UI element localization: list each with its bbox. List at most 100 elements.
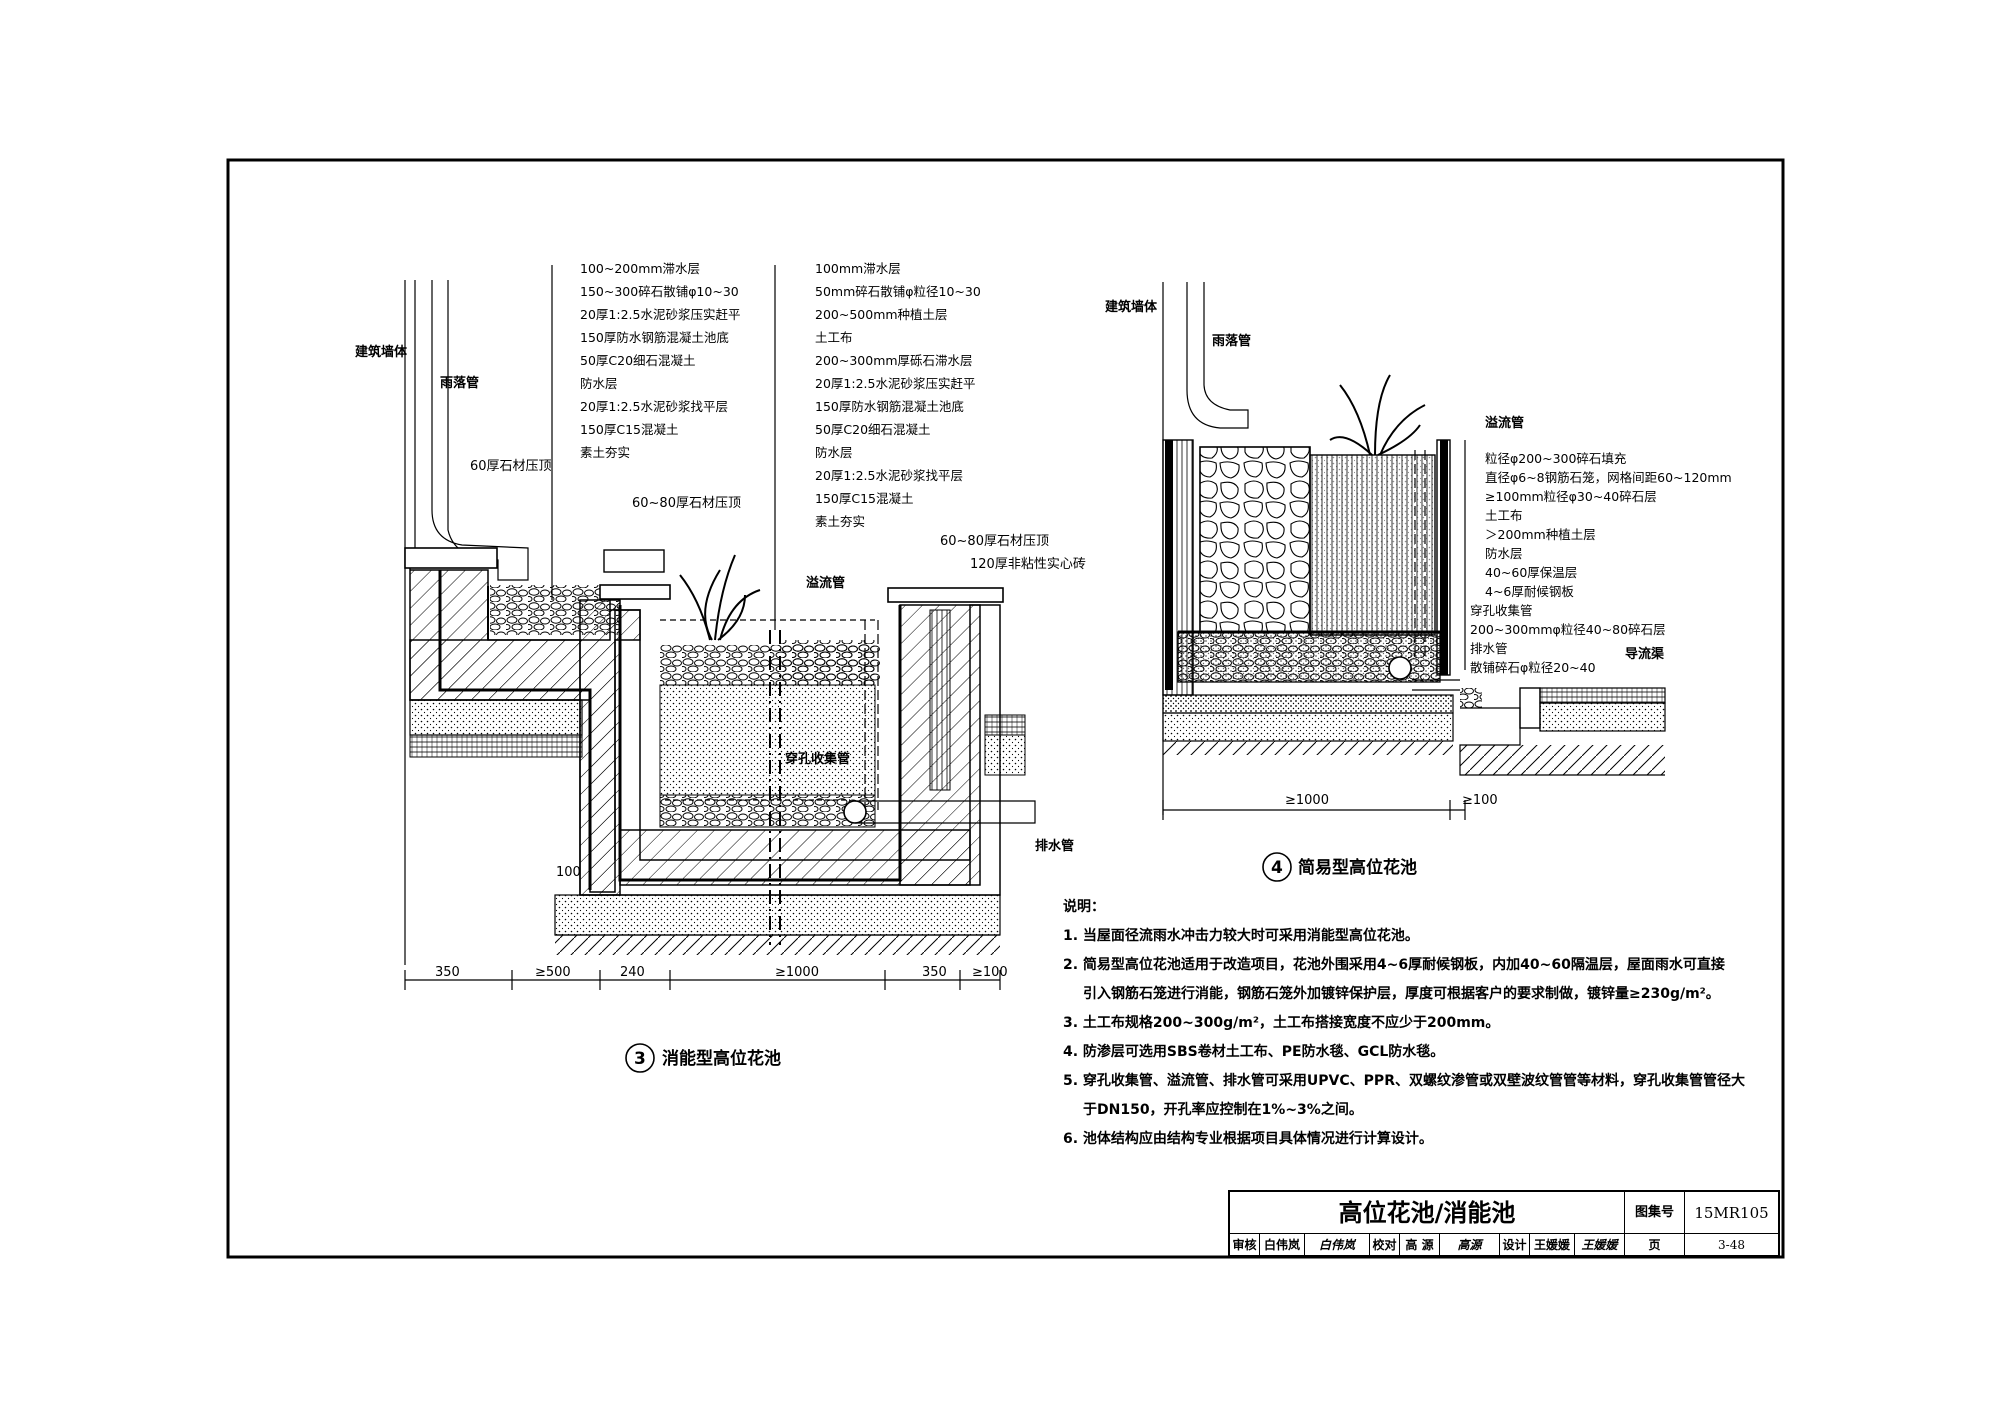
check-signature: 高源 (1440, 1234, 1500, 1257)
atlas-key: 图集号 (1625, 1192, 1685, 1234)
dim-100-left: 100 (556, 865, 581, 880)
layer-4-3: ≥100mm粒径φ30~40碎石层 (1485, 489, 1657, 504)
dimensions-3: 350 ≥500 240 ≥1000 350 ≥100 (435, 965, 1008, 980)
downpipe (431, 280, 529, 581)
wall-label-4: 建筑墙体 (1105, 299, 1158, 315)
layer-4-8: 4~6厚耐候钢板 (1485, 584, 1574, 599)
drain-label-3: 排水管 (1035, 838, 1074, 854)
layer-right-10: 20厚1:2.5水泥砂浆找平层 (815, 468, 963, 483)
note-6: 6. 池体结构应由结构专业根据项目具体情况进行计算设计。 (1063, 1131, 1433, 1147)
layer-left-1: 100~200mm滞水层 (580, 261, 700, 276)
layer-4-12: 散铺碎石φ粒径20~40 (1470, 660, 1596, 675)
note-5: 5. 穿孔收集管、溢流管、排水管可采用UPVC、PPR、双螺纹渗管或双壁波纹管管… (1063, 1073, 1745, 1089)
layer-right-7: 150厚防水钢筋混凝土池底 (815, 399, 964, 414)
downpipe-label-4: 雨落管 (1212, 333, 1251, 349)
check-key: 校对 (1370, 1234, 1400, 1257)
cap-left-label: 60厚石材压顶 (470, 459, 552, 474)
caption-4: 简易型高位花池 (1298, 857, 1417, 878)
dim-500: ≥500 (535, 965, 571, 980)
layer-4-9: 穿孔收集管 (1470, 603, 1533, 618)
planting-soil (659, 684, 876, 796)
review-signature: 白伟岚 (1305, 1234, 1370, 1257)
guide-label-4: 导流渠 (1625, 646, 1665, 662)
soil-base-left (409, 734, 583, 758)
drawing-title: 高位花池/消能池 (1230, 1192, 1625, 1234)
caption-number-4: 4 (1271, 858, 1283, 878)
layer-4-10: 200~300mmφ粒径40~80碎石层 (1470, 622, 1666, 637)
layer-4-11: 排水管 (1470, 641, 1508, 656)
compacted-soil (555, 935, 1000, 955)
stone-coping-right (887, 587, 1004, 603)
dim-350-b: 350 (922, 965, 947, 980)
layer-4-4: 土工布 (1485, 508, 1523, 523)
drawing-3-labels: 建筑墙体 雨落管 60厚石材压顶 60~80厚石材压顶 60~80厚石材压顶 1… (355, 261, 1086, 1069)
layer-left-2: 150~300碎石散铺φ10~30 (580, 284, 739, 299)
layer-right-5: 200~300mm厚砾石滞水层 (815, 353, 973, 368)
stone-coping-mid (599, 584, 671, 600)
plant-icon-4 (1329, 374, 1426, 456)
dim-350-a: 350 (435, 965, 460, 980)
design-name: 王媛媛 (1530, 1234, 1575, 1257)
gravel-water-layer (659, 794, 876, 828)
gabion-stone-cage (1199, 446, 1311, 633)
layer-right-8: 50厚C20细石混凝土 (815, 422, 931, 437)
title-block: 高位花池/消能池 图集号 15MR105 审核 白伟岚 白伟岚 校对 高 源 高… (1228, 1190, 1780, 1257)
sheet-border (226, 158, 1785, 1259)
base-slab (554, 894, 1001, 936)
atlas-number: 15MR105 (1685, 1192, 1778, 1234)
dim-1000: ≥1000 (775, 965, 819, 980)
layer-right-6: 20厚1:2.5水泥砂浆压实赶平 (815, 376, 975, 391)
notes-title: 说明： (1063, 899, 1105, 915)
outlet-box (603, 549, 665, 573)
drawing-3-energy-dissipating-planter (404, 265, 1036, 1073)
perforated-label-3: 穿孔收集管 (785, 751, 850, 767)
layers-right: 100mm滞水层 50mm碎石散铺φ粒径10~30 200~500mm种植土层 … (815, 261, 981, 529)
paving-4 (1539, 687, 1666, 704)
cap-right-label: 60~80厚石材压顶 (940, 534, 1049, 549)
note-4: 4. 防渗层可选用SBS卷材土工布、PE防水毯、GCL防水毯。 (1063, 1044, 1445, 1060)
layer-4-5: ＞200mm种植土层 (1485, 527, 1596, 542)
brick-wall (929, 609, 951, 791)
overflow-label-4: 溢流管 (1485, 415, 1524, 431)
layer-right-12: 素土夯实 (815, 514, 865, 529)
layer-left-4: 150厚防水钢筋混凝土池底 (580, 330, 729, 345)
caption-circle-4 (1262, 852, 1292, 882)
layers-left: 100~200mm滞水层 150~300碎石散铺φ10~30 20厚1:2.5水… (580, 261, 740, 460)
page-key: 页 (1625, 1234, 1685, 1257)
layer-right-1: 100mm滞水层 (815, 261, 901, 276)
layer-4-2: 直径φ6~8钢筋石笼，网格间距60~120mm (1485, 470, 1732, 485)
dim-100: ≥100 (972, 965, 1008, 980)
layer-right-2: 50mm碎石散铺φ粒径10~30 (815, 284, 981, 299)
page-number: 3-48 (1718, 1238, 1745, 1252)
brick-label: 120厚非粘性实心砖 (970, 557, 1086, 572)
layer-4-1: 粒径φ200~300碎石填充 (1485, 451, 1626, 466)
dim-240: 240 (620, 965, 645, 980)
base-slab-4 (1162, 694, 1454, 714)
note-2: 2. 简易型高位花池适用于改造项目，花池外围采用4~6厚耐候钢板，内加40~60… (1063, 957, 1725, 973)
wall-label-3: 建筑墙体 (355, 344, 408, 360)
downpipe-label-3: 雨落管 (440, 375, 479, 391)
plant-icon (679, 554, 761, 641)
layer-left-5: 50厚C20细石混凝土 (580, 353, 696, 368)
layer-right-11: 150厚C15混凝土 (815, 491, 914, 506)
concrete-base-left (409, 699, 583, 736)
caption-number-3: 3 (634, 1049, 646, 1069)
layer-left-6: 防水层 (580, 376, 618, 391)
note-1: 1. 当屋面径流雨水冲击力较大时可采用消能型高位花池。 (1063, 928, 1419, 944)
layer-right-4: 土工布 (815, 330, 853, 345)
layer-4-6: 防水层 (1485, 546, 1523, 561)
waterproof-layer-lower (618, 605, 902, 882)
dim-4-1000: ≥1000 (1285, 793, 1329, 808)
caption-circle-3 (625, 1043, 655, 1073)
review-name: 白伟岚 (1260, 1234, 1305, 1257)
design-key: 设计 (1500, 1234, 1530, 1257)
perforated-pipe-4 (1388, 656, 1412, 680)
overflow-label-3: 溢流管 (806, 575, 845, 591)
note-2-cont: 引入钢筋石笼进行消能，钢筋石笼外加镀锌保护层，厚度可根据客户的要求制做，镀锌量≥… (1083, 986, 1720, 1002)
layers-4: 粒径φ200~300碎石填充 直径φ6~8钢筋石笼，网格间距60~120mm ≥… (1470, 451, 1732, 675)
layer-left-3: 20厚1:2.5水泥砂浆压实赶平 (580, 307, 740, 322)
note-3: 3. 土工布规格200~300g/m²，土工布搭接宽度不应少于200mm。 (1063, 1015, 1500, 1031)
drain-pipe (855, 800, 1036, 824)
drawing-4-labels: 建筑墙体 雨落管 溢流管 粒径φ200~300碎石填充 直径φ6~8钢筋石笼，网… (1105, 299, 1732, 878)
perforated-pipe (843, 800, 867, 824)
